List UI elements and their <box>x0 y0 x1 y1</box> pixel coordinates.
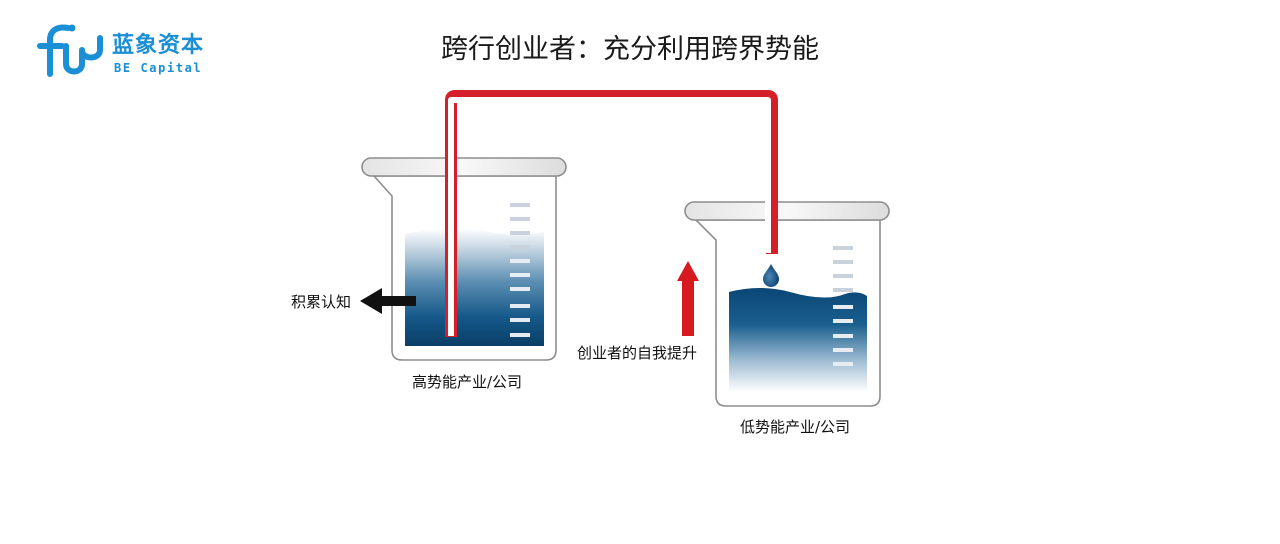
high-energy-beaker <box>361 157 567 361</box>
brand-name: 蓝象资本 <box>112 33 205 58</box>
low-beaker-scale <box>833 246 853 366</box>
logo-mark-icon <box>37 24 103 77</box>
high-beaker-water <box>405 228 544 346</box>
water-drop-icon <box>763 264 779 287</box>
arrow-up-icon <box>677 261 699 336</box>
label-accumulate: 积累认知 <box>291 293 352 311</box>
label-high-beaker: 高势能产业/公司 <box>412 373 523 391</box>
arrow-left-icon <box>360 288 416 314</box>
page-title: 跨行创业者：充分利用跨界势能 <box>441 34 819 65</box>
low-energy-beaker <box>684 201 890 407</box>
label-low-beaker: 低势能产业/公司 <box>740 418 851 436</box>
low-beaker-water <box>729 288 867 392</box>
label-self-improve: 创业者的自我提升 <box>577 344 698 362</box>
brand-subname: BE Capital <box>114 61 203 75</box>
high-beaker-scale <box>510 203 530 337</box>
brand-logo: 蓝象资本 BE Capital <box>36 20 236 84</box>
siphon-tube <box>445 90 778 337</box>
